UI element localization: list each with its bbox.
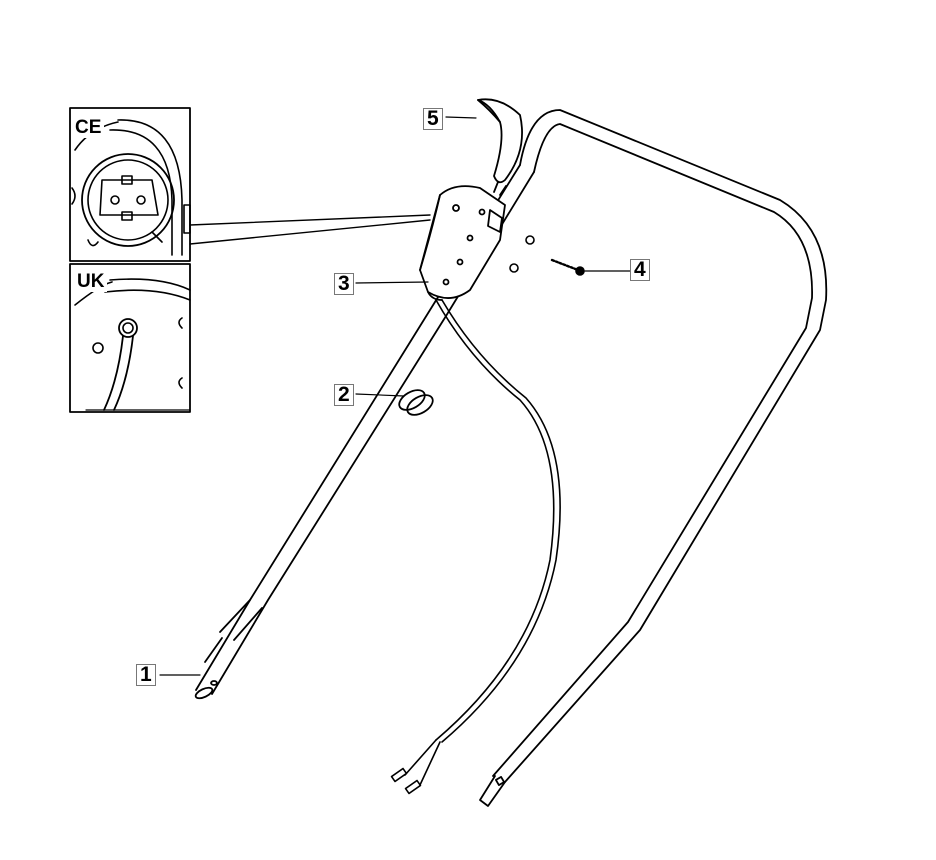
cable-clip-ring xyxy=(398,389,434,416)
power-cable xyxy=(390,299,561,795)
callout-1: 1 xyxy=(136,664,156,686)
callout-leaders xyxy=(159,116,631,676)
handle-upper-loop xyxy=(479,109,828,807)
callout-5: 5 xyxy=(423,108,443,130)
inset-leader-line xyxy=(189,214,431,245)
switch-cover xyxy=(477,98,523,184)
screw xyxy=(550,258,585,276)
inset-ce-label: CE xyxy=(72,118,105,138)
callout-3: 3 xyxy=(334,273,354,295)
callout-2: 2 xyxy=(334,384,354,406)
inset-uk-label: UK xyxy=(74,272,108,292)
callout-4: 4 xyxy=(630,259,650,281)
switch-housing xyxy=(419,181,507,301)
